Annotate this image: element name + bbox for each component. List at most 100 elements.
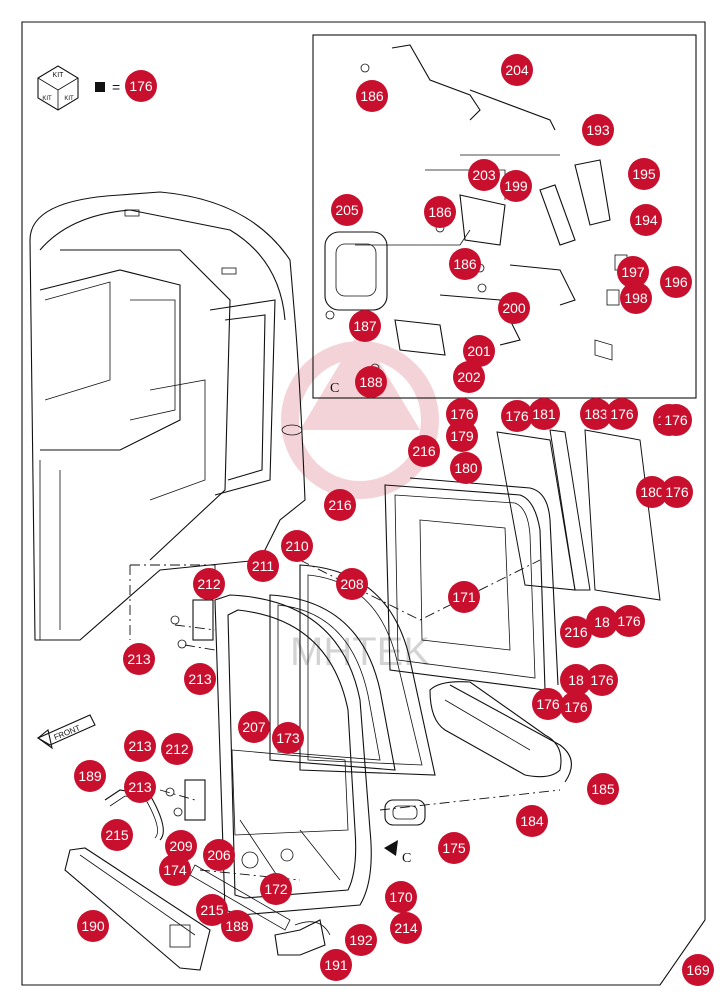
- glass-panes: [496, 429, 661, 601]
- part-callout-label: 176: [564, 699, 588, 715]
- part-callout-label: 192: [349, 932, 373, 948]
- part-callout: 197: [617, 256, 649, 288]
- part-callout: 215: [101, 819, 133, 851]
- lower-window: [429, 681, 572, 783]
- part-callout: 192: [345, 924, 377, 956]
- part-callout: 181: [528, 398, 560, 430]
- part-callout-label: 175: [442, 840, 466, 856]
- part-callout-label: 206: [207, 847, 231, 863]
- part-callout-label: 172: [264, 881, 288, 897]
- part-callout: 176: [532, 688, 564, 720]
- kit-box-label-top: KIT: [53, 72, 65, 79]
- part-callout: 187: [349, 310, 381, 342]
- part-callout-label: 202: [457, 369, 481, 385]
- part-callout-label: 183: [584, 406, 608, 422]
- part-callout-label: 176: [610, 406, 634, 422]
- part-callout: 186: [449, 248, 481, 280]
- part-callout: 212: [193, 568, 225, 600]
- part-callout-label: 208: [340, 576, 364, 592]
- part-callout: 206: [203, 839, 235, 871]
- part-callout-label: 197: [621, 264, 645, 280]
- kit-part-callout: 176: [125, 70, 157, 102]
- part-callout: 172: [260, 873, 292, 905]
- part-callout: 216: [408, 435, 440, 467]
- part-callout-label: 187: [353, 318, 377, 334]
- part-callout-label: 204: [505, 62, 529, 78]
- part-callout-label: 176: [536, 696, 560, 712]
- part-callout-label: 210: [285, 538, 309, 554]
- part-callout-label: 198: [624, 290, 648, 306]
- part-callout: 176: [586, 664, 618, 696]
- part-callout-label: 169: [686, 962, 710, 978]
- part-callout: 190: [77, 910, 109, 942]
- cab-body: [29, 191, 306, 641]
- part-callout-label: 213: [128, 779, 152, 795]
- diagram-border: [21, 21, 706, 986]
- door-lock: [274, 919, 331, 956]
- part-callout: 186: [356, 80, 388, 112]
- part-callout-label: 176: [450, 406, 474, 422]
- part-callout: 199: [500, 170, 532, 202]
- part-callout-label: 181: [532, 406, 556, 422]
- part-callout: 198: [620, 282, 652, 314]
- kit-box-label-left: KIT: [42, 96, 52, 102]
- part-callout: 216: [324, 489, 356, 521]
- part-callout: 173: [272, 722, 304, 754]
- part-callout: 213: [123, 643, 155, 675]
- part-callout: 184: [516, 805, 548, 837]
- view-c-label: C: [330, 381, 339, 396]
- part-callout-label: 205: [335, 202, 359, 218]
- part-callout-label: 180: [640, 484, 664, 500]
- part-callout-label: 207: [242, 719, 266, 735]
- part-callout-label: 212: [165, 741, 189, 757]
- arrow-c-marker: C: [384, 840, 411, 866]
- part-callout-label: 200: [502, 300, 526, 316]
- part-callout: 211: [247, 550, 279, 582]
- part-callout-label: 195: [632, 166, 656, 182]
- kit-square-symbol: [95, 82, 105, 92]
- part-callout-label: 185: [591, 781, 615, 797]
- door-frame: [189, 594, 372, 931]
- part-callout-label: 170: [389, 889, 413, 905]
- view-c-parts: [324, 44, 628, 373]
- part-callout: 174: [159, 854, 191, 886]
- part-callout-label: 18: [594, 614, 610, 630]
- part-callout-label: 176: [505, 408, 529, 424]
- part-callout: 186: [424, 196, 456, 228]
- part-callout-label: 191: [324, 957, 348, 973]
- part-callout: 214: [390, 912, 422, 944]
- part-callout-label: 176: [590, 672, 614, 688]
- part-callout-label: 189: [78, 768, 102, 784]
- part-callout: 180: [636, 476, 668, 508]
- part-callout-label: 215: [105, 827, 129, 843]
- part-callout: 204: [501, 54, 533, 86]
- part-callout-label: 209: [169, 838, 193, 854]
- part-callout: 185: [587, 773, 619, 805]
- part-callout-label: 186: [453, 256, 477, 272]
- part-callout-label: 214: [394, 920, 418, 936]
- part-callout: 193: [582, 114, 614, 146]
- part-callout: 171: [448, 581, 480, 613]
- part-callout: 208: [336, 568, 368, 600]
- part-callout-label: 186: [360, 88, 384, 104]
- part-callout: 191: [320, 949, 352, 981]
- part-callout-label: 194: [634, 212, 658, 228]
- part-callout-label: 176: [665, 484, 689, 500]
- part-callout: 188: [355, 366, 387, 398]
- part-callout: 210: [281, 530, 313, 562]
- part-callout: 196: [660, 266, 692, 298]
- part-callout-label: 193: [586, 122, 610, 138]
- part-callout-label: 184: [520, 813, 544, 829]
- part-callout-label: 215: [200, 902, 224, 918]
- part-callout: 209: [165, 830, 197, 862]
- part-callout-label: 18: [568, 672, 584, 688]
- part-callout: 215: [196, 894, 228, 926]
- part-callout: 183: [580, 398, 612, 430]
- part-callout-label: 216: [328, 497, 352, 513]
- part-callout-label: 213: [188, 671, 212, 687]
- part-callout: 203: [468, 159, 500, 191]
- part-callout: 188: [221, 910, 253, 942]
- part-callout: 18: [560, 664, 592, 696]
